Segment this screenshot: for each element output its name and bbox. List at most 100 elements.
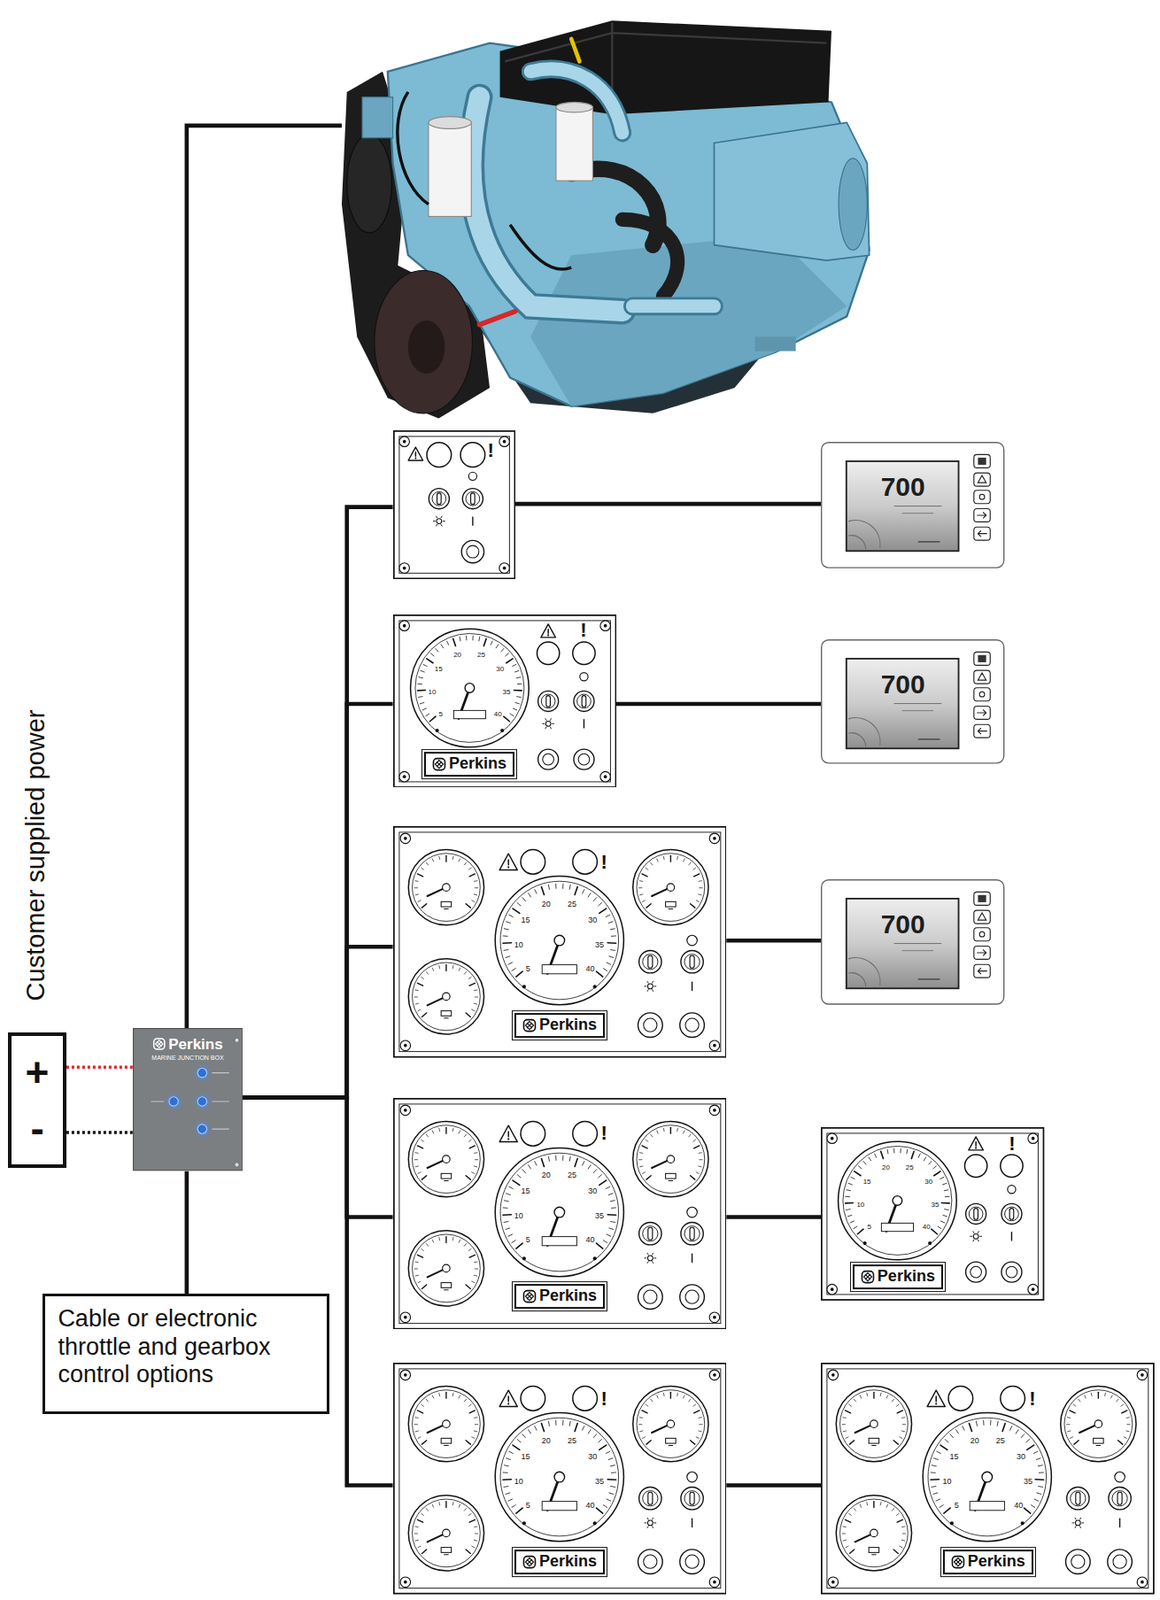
- screw: [400, 833, 411, 844]
- gauge-number-holder: 15: [434, 658, 443, 675]
- marine-engine-illustration-part: [632, 296, 714, 316]
- small-gauge-part: [845, 1546, 849, 1548]
- display-button-part: [977, 511, 987, 519]
- tachometer-gauge-part: [434, 728, 439, 733]
- small-gauge-part: [420, 977, 424, 980]
- tachometer-gauge-part: [848, 1215, 852, 1217]
- tachometer-gauge-part: [510, 713, 514, 717]
- tachometer-gauge-part: [941, 1445, 949, 1450]
- small-gauge-part: [903, 1533, 906, 1535]
- tachometer-gauge-part: [555, 1421, 557, 1426]
- display-screen-part: [903, 512, 935, 514]
- display-button-part: [978, 967, 988, 975]
- tachometer-gauge-part: [417, 682, 422, 684]
- bang-holder: !: [600, 1389, 607, 1409]
- key-switch-part: [462, 488, 483, 510]
- small-gauge-part: [411, 853, 480, 922]
- panel-marking: [151, 1101, 164, 1103]
- small-gauge: [836, 1386, 913, 1462]
- small-gauge-part: [420, 1514, 424, 1516]
- tachometer-gauge-part: [568, 885, 571, 890]
- gauge-number: 35: [1023, 1477, 1033, 1486]
- tachometer-gauge-part: [587, 893, 591, 898]
- scr-holder: 700: [881, 911, 926, 938]
- display-button-part: [978, 530, 988, 537]
- tachometer-gauge-part: [471, 635, 473, 641]
- tachometer-gauge-part: [906, 1149, 909, 1154]
- tachometer-gauge-part: [934, 1458, 939, 1461]
- screw-part: [400, 1577, 411, 1588]
- perkins-logo-part: [434, 759, 443, 768]
- tachometer-gauge-part: [422, 708, 426, 711]
- tachometer-gauge-part: [931, 1485, 936, 1488]
- lamp-symbol-part: [1072, 1523, 1075, 1524]
- display-button: [974, 892, 990, 906]
- display-screen-part: [849, 958, 882, 987]
- display-button-part: [974, 706, 990, 720]
- small-gauge-part: [471, 1172, 474, 1175]
- tachometer-gauge-part: [502, 1214, 511, 1216]
- screw-part: [403, 836, 408, 841]
- badge-holder: Perkins: [943, 1549, 1034, 1575]
- node-face-part: [393, 1098, 726, 1330]
- screw-part: [712, 836, 717, 841]
- warning-symbol-part: [540, 624, 555, 638]
- small-gauge-part: [688, 1399, 690, 1403]
- key-switch: [537, 690, 558, 712]
- tachometer-gauge: [923, 1413, 1052, 1542]
- junction-box: PerkinsMARINE JUNCTION BOX: [132, 1028, 243, 1171]
- gauge-number-holder: 15: [521, 910, 531, 927]
- screw: [498, 563, 510, 574]
- node-face-part: [821, 640, 1005, 764]
- key-switch-part: [545, 695, 550, 707]
- tachometer-gauge-part: [593, 1434, 596, 1439]
- display-button-part: [974, 688, 990, 702]
- marine-engine-illustration-part: [362, 97, 394, 139]
- push-button-part: [573, 749, 595, 770]
- status-led-part: [165, 1093, 182, 1110]
- instrument-panel: !Perkins: [393, 826, 727, 1059]
- small-gauge-part: [669, 1127, 671, 1134]
- small-gauge-part: [469, 1145, 475, 1149]
- tachometer-gauge-part: [516, 676, 521, 679]
- small-gauge-part: [850, 1549, 855, 1554]
- lamp-symbol-part: [1080, 1526, 1082, 1529]
- marine-engine-illustration-part: [471, 97, 623, 312]
- tachometer-gauge-part: [874, 1153, 877, 1158]
- marine-engine-illustration-part: [428, 116, 472, 130]
- lamp-symbol-part: [544, 718, 546, 720]
- small-gauge-part: [421, 1284, 426, 1289]
- digital-display: 700: [820, 879, 1005, 1006]
- bang-holder: !: [1008, 1134, 1015, 1154]
- display-button-part: [978, 728, 988, 735]
- small-gauge-part: [414, 1268, 418, 1269]
- node-face-part: [393, 1363, 726, 1594]
- small-gauge-part: [639, 880, 642, 882]
- display-button-part: [974, 490, 990, 504]
- tachometer-gauge-part: [514, 670, 519, 673]
- small-gauge-part: [850, 1440, 855, 1445]
- tachometer-gauge-part: [1003, 1423, 1006, 1432]
- node-face-part: [821, 442, 1005, 568]
- tachometer-gauge-part: [597, 1439, 602, 1443]
- tachometer-gauge-part: [610, 935, 616, 937]
- small-gauge-part: [469, 1254, 475, 1258]
- small-gauge-part: [411, 962, 480, 1031]
- display-button-part: [978, 457, 987, 465]
- small-gauge-part: [866, 1502, 869, 1506]
- key-switch: [1001, 1204, 1022, 1225]
- tachometer-gauge-part: [541, 1158, 544, 1167]
- display-button: [974, 526, 990, 541]
- tachometer-gauge-part: [548, 1156, 550, 1161]
- small-gauge-part: [1116, 1399, 1119, 1403]
- small-gauge-part: [441, 992, 450, 1001]
- small-gauge-part: [892, 1399, 895, 1403]
- gauge-number: 10: [856, 1200, 865, 1209]
- screw-part: [603, 774, 607, 779]
- small-gauge-part: [845, 1410, 851, 1414]
- small-gauge-part: [440, 1438, 452, 1445]
- small-gauge-part: [468, 867, 472, 870]
- tachometer-gauge-part: [513, 688, 522, 691]
- small-gauge-part: [1121, 1404, 1124, 1407]
